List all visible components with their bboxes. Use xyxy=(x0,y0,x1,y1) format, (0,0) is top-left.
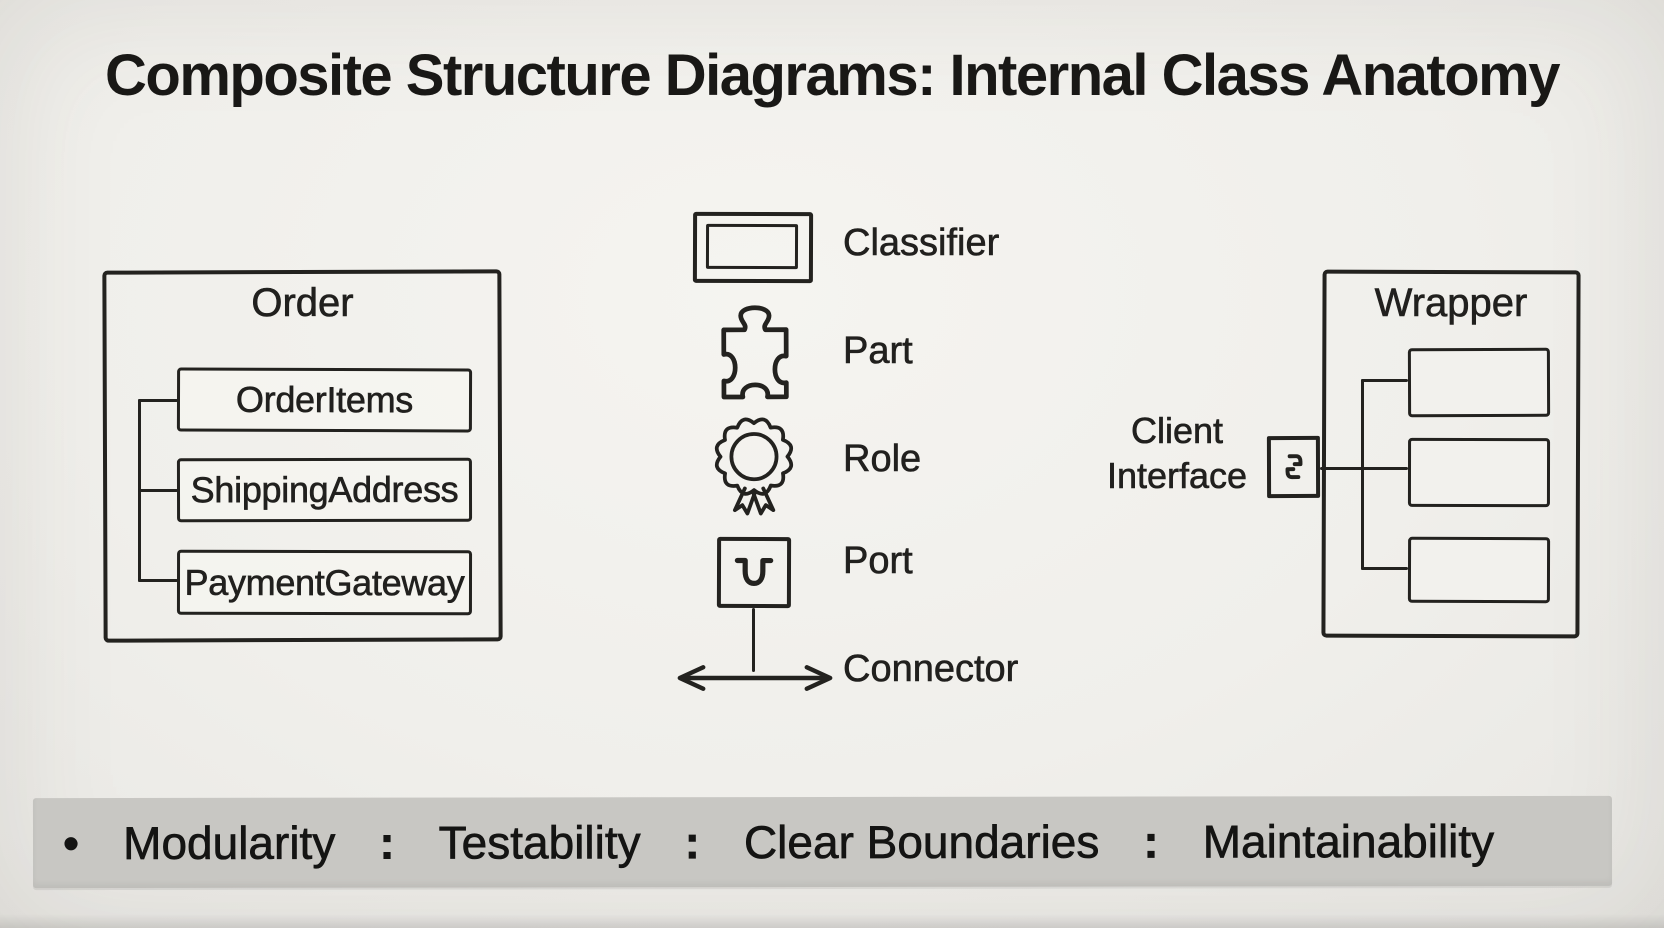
order-part-shippingaddress: ShippingAddress xyxy=(176,457,473,523)
footer-content: • Modularity : Testability : Clear Bound… xyxy=(62,814,1495,870)
wrapper-connector-line-port xyxy=(1320,467,1408,470)
legend-label-classifier: Classifier xyxy=(843,222,1000,265)
part-puzzle-icon xyxy=(721,305,789,400)
wrapper-port-icon xyxy=(1266,435,1321,499)
client-interface-line2: Interface xyxy=(1106,455,1248,497)
client-interface-label: Client Interface xyxy=(1077,408,1277,498)
footer-banner: • Modularity : Testability : Clear Bound… xyxy=(32,795,1613,889)
role-rosette-icon xyxy=(714,417,794,516)
port-connector-stem-line xyxy=(752,608,755,672)
plug-icon xyxy=(1285,454,1303,480)
legend-label-port: Port xyxy=(843,540,913,583)
footer-item-testability: Testability xyxy=(438,816,641,869)
wrapper-part-box-1 xyxy=(1407,347,1551,418)
photo-bottom-shadow xyxy=(0,914,1664,928)
wrapper-connector-line-vertical xyxy=(1361,379,1364,570)
footer-item-maintainability: Maintainability xyxy=(1202,815,1495,868)
footer-separator: : xyxy=(379,816,395,869)
order-connector-stub-1 xyxy=(138,399,178,402)
wrapper-connector-stub-top xyxy=(1361,379,1408,382)
part-label: OrderItems xyxy=(235,378,414,421)
order-part-paymentgateway: PaymentGateway xyxy=(176,549,473,616)
legend-label-part: Part xyxy=(843,330,913,373)
footer-separator: : xyxy=(1143,815,1159,868)
classifier-icon-inner-rect xyxy=(705,223,799,270)
order-connector-stub-3 xyxy=(138,579,178,582)
client-interface-line1: Client xyxy=(1130,410,1224,452)
wrapper-connector-stub-bottom xyxy=(1361,567,1408,570)
plug-icon xyxy=(734,557,774,586)
wrapper-part-box-3 xyxy=(1407,536,1551,604)
wrapper-part-box-2 xyxy=(1407,437,1551,508)
legend-label-connector: Connector xyxy=(843,648,1019,691)
footer-separator: : xyxy=(684,816,700,869)
connector-arrow-icon xyxy=(677,665,833,691)
footer-bullet: • xyxy=(62,817,80,870)
page-title: Composite Structure Diagrams: Internal C… xyxy=(105,43,1561,108)
footer-item-modularity: Modularity xyxy=(123,816,336,869)
order-title: Order xyxy=(251,281,354,326)
order-connector-stub-2 xyxy=(138,489,178,492)
part-label: ShippingAddress xyxy=(190,468,459,511)
part-label: PaymentGateway xyxy=(184,561,465,603)
order-part-orderitems: OrderItems xyxy=(176,367,473,433)
legend-label-role: Role xyxy=(843,438,922,481)
wrapper-title: Wrapper xyxy=(1374,281,1528,326)
footer-item-clear-boundaries: Clear Boundaries xyxy=(743,815,1100,869)
port-icon xyxy=(716,536,792,609)
classifier-icon xyxy=(692,211,814,284)
